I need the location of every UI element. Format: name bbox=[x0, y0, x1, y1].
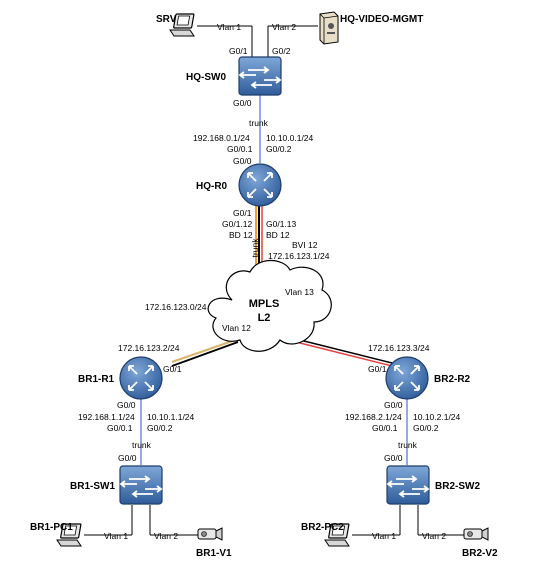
port-label: G0/1 bbox=[368, 364, 387, 374]
vlan-label: Vlan 2 bbox=[154, 531, 178, 541]
subif-label: G0/1.12 bbox=[222, 219, 253, 229]
network-label: 10.10.1.1/24 bbox=[147, 412, 195, 422]
link-cloud-br2-black bbox=[295, 338, 393, 364]
port-label: G0/2 bbox=[272, 46, 291, 56]
host-label-br2-pc2: BR2-PC2 bbox=[301, 522, 344, 533]
network-label: 172.16.123.2/24 bbox=[118, 343, 180, 353]
cloud-label-mpls: MPLS bbox=[249, 298, 280, 310]
port-label: G0/0 bbox=[384, 453, 403, 463]
router-icon bbox=[238, 163, 282, 207]
network-label: 10.10.2.1/24 bbox=[413, 412, 461, 422]
port-label: Vlan 1 bbox=[217, 22, 241, 32]
cloud-label-l2: L2 bbox=[258, 312, 271, 324]
bvi-label: BVI 12 bbox=[292, 240, 318, 250]
port-label: G0/0 bbox=[384, 400, 403, 410]
network-label: 192.168.1.1/24 bbox=[78, 412, 135, 422]
port-label: G0/1 bbox=[163, 364, 182, 374]
device-label-br1-sw1: BR1-SW1 bbox=[70, 481, 115, 492]
port-label: G0/0 bbox=[233, 98, 252, 108]
subif-label: G0/0.2 bbox=[266, 144, 292, 154]
video-camera-icon bbox=[197, 527, 223, 541]
vlan-label: Vlan 2 bbox=[422, 531, 446, 541]
links bbox=[84, 25, 464, 536]
vlan-label: Vlan 1 bbox=[372, 531, 396, 541]
mpls-cloud: MPLS L2 bbox=[207, 259, 332, 352]
port-label: G0/0 bbox=[233, 156, 252, 166]
switch-icon bbox=[119, 465, 163, 505]
port-label: G0/0 bbox=[118, 453, 137, 463]
switch-icon bbox=[386, 465, 430, 505]
device-label-br2-sw2: BR2-SW2 bbox=[435, 481, 480, 492]
subif-label: G0/0.2 bbox=[147, 423, 173, 433]
trunk-label: trunk bbox=[398, 440, 418, 450]
trunk-label: trunk bbox=[132, 440, 152, 450]
vlan-label: Vlan 12 bbox=[222, 323, 251, 333]
router-icon bbox=[119, 356, 163, 400]
port-label: G0/0 bbox=[117, 400, 136, 410]
switch-icon bbox=[238, 56, 282, 96]
device-label-hq-sw0: HQ-SW0 bbox=[186, 72, 226, 83]
host-label-br1-pc1: BR1-PC1 bbox=[30, 522, 73, 533]
port-label: Vlan 2 bbox=[272, 22, 296, 32]
link-cloud-br1-tan bbox=[171, 338, 239, 363]
subif-label: G0/0.2 bbox=[413, 423, 439, 433]
network-label: 10.10.0.1/24 bbox=[266, 133, 314, 143]
bd-label: BD 12 bbox=[266, 230, 290, 240]
host-label-br1-v1: BR1-V1 bbox=[196, 548, 232, 559]
host-label-hq-video: HQ-VIDEO-MGMT bbox=[340, 14, 423, 25]
host-label-br2-v2: BR2-V2 bbox=[462, 548, 498, 559]
subif-label: G0/0.1 bbox=[107, 423, 133, 433]
vlan-label: Vlan 13 bbox=[285, 287, 314, 297]
subif-label: G0/0.1 bbox=[372, 423, 398, 433]
subif-label: G0/1.13 bbox=[266, 219, 297, 229]
subif-label: G0/0.1 bbox=[227, 144, 253, 154]
port-label: G0/1 bbox=[229, 46, 248, 56]
device-label-br2-r2: BR2-R2 bbox=[434, 374, 471, 385]
computer-icon bbox=[169, 13, 195, 37]
computer-icon bbox=[324, 523, 350, 547]
link-cloud-br2-red bbox=[295, 341, 393, 367]
network-label: 172.16.123.0/24 bbox=[145, 302, 207, 312]
bd-label: BD 12 bbox=[229, 230, 253, 240]
network-label: 172.16.123.3/24 bbox=[368, 343, 430, 353]
vlan-label: Vlan 1 bbox=[104, 531, 128, 541]
video-camera-icon bbox=[463, 527, 489, 541]
trunk-label-vertical: trunk bbox=[250, 238, 260, 258]
device-label-hq-r0: HQ-R0 bbox=[196, 181, 228, 192]
computer-icon bbox=[56, 523, 82, 547]
host-label-srv: SRV bbox=[156, 14, 177, 25]
network-label: 192.168.0.1/24 bbox=[193, 133, 250, 143]
device-label-br1-r1: BR1-R1 bbox=[78, 374, 115, 385]
link-cloud-br1-black bbox=[171, 341, 239, 367]
network-label: 192.168.2.1/24 bbox=[345, 412, 402, 422]
port-label: G0/1 bbox=[233, 208, 252, 218]
trunk-label: trunk bbox=[249, 118, 269, 128]
network-label: 172.16.123.1/24 bbox=[268, 251, 330, 261]
router-icon bbox=[385, 356, 429, 400]
video-server-icon bbox=[319, 11, 339, 45]
